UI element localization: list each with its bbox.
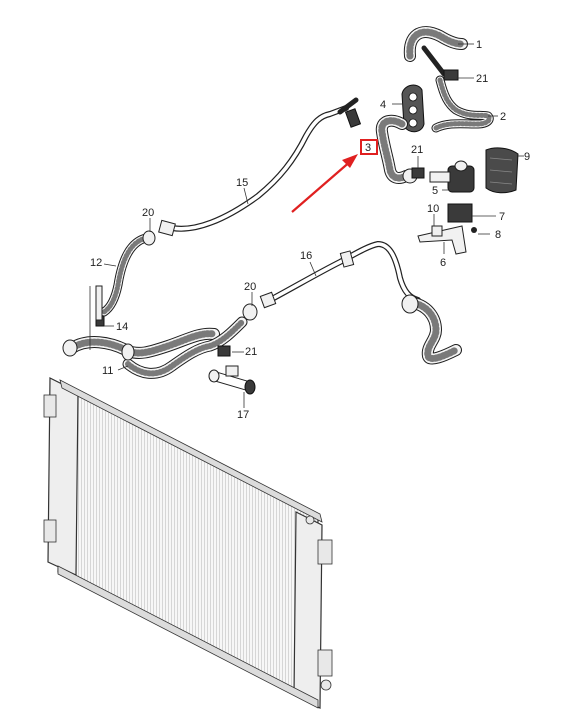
label-4: 4 — [380, 99, 386, 111]
label-2: 2 — [500, 111, 506, 123]
label-20a: 20 — [142, 207, 154, 219]
leader-lines — [89, 43, 524, 408]
clamps — [95, 69, 459, 357]
label-9: 9 — [524, 151, 530, 163]
label-6: 6 — [440, 257, 446, 269]
hose-2 — [431, 75, 494, 133]
hose-16-end — [401, 294, 462, 365]
label-5: 5 — [432, 185, 438, 197]
label-11: 11 — [102, 365, 113, 377]
pipe-16 — [259, 241, 421, 309]
hose-11 — [62, 316, 248, 379]
label-10: 10 — [427, 203, 439, 215]
label-8: 8 — [495, 229, 501, 241]
hose-3 — [375, 114, 412, 184]
callout-labels: 1 21 2 4 3 21 9 5 10 7 8 6 15 20 12 16 2… — [90, 39, 530, 421]
label-21b: 21 — [411, 144, 423, 156]
label-21a: 21 — [476, 73, 488, 85]
label-15: 15 — [236, 177, 248, 189]
fitting-17 — [208, 365, 256, 395]
label-16: 16 — [300, 250, 312, 262]
label-7: 7 — [499, 211, 505, 223]
label-1: 1 — [476, 39, 482, 51]
hose-12 — [99, 230, 156, 317]
pump-5 — [402, 160, 475, 193]
label-20b: 20 — [244, 281, 256, 293]
label-17: 17 — [237, 409, 249, 421]
pipe-15 — [158, 97, 362, 237]
gasket-4 — [401, 84, 425, 133]
hose-1 — [403, 26, 468, 77]
highlight-arrow — [291, 154, 358, 213]
radiator — [43, 377, 333, 709]
bracket-6-7 — [417, 203, 477, 255]
label-21c: 21 — [245, 346, 257, 358]
cover-9 — [485, 147, 519, 194]
label-3: 3 — [365, 142, 371, 154]
label-14: 14 — [116, 321, 128, 333]
highlight-box — [360, 139, 378, 155]
label-12: 12 — [90, 257, 102, 269]
